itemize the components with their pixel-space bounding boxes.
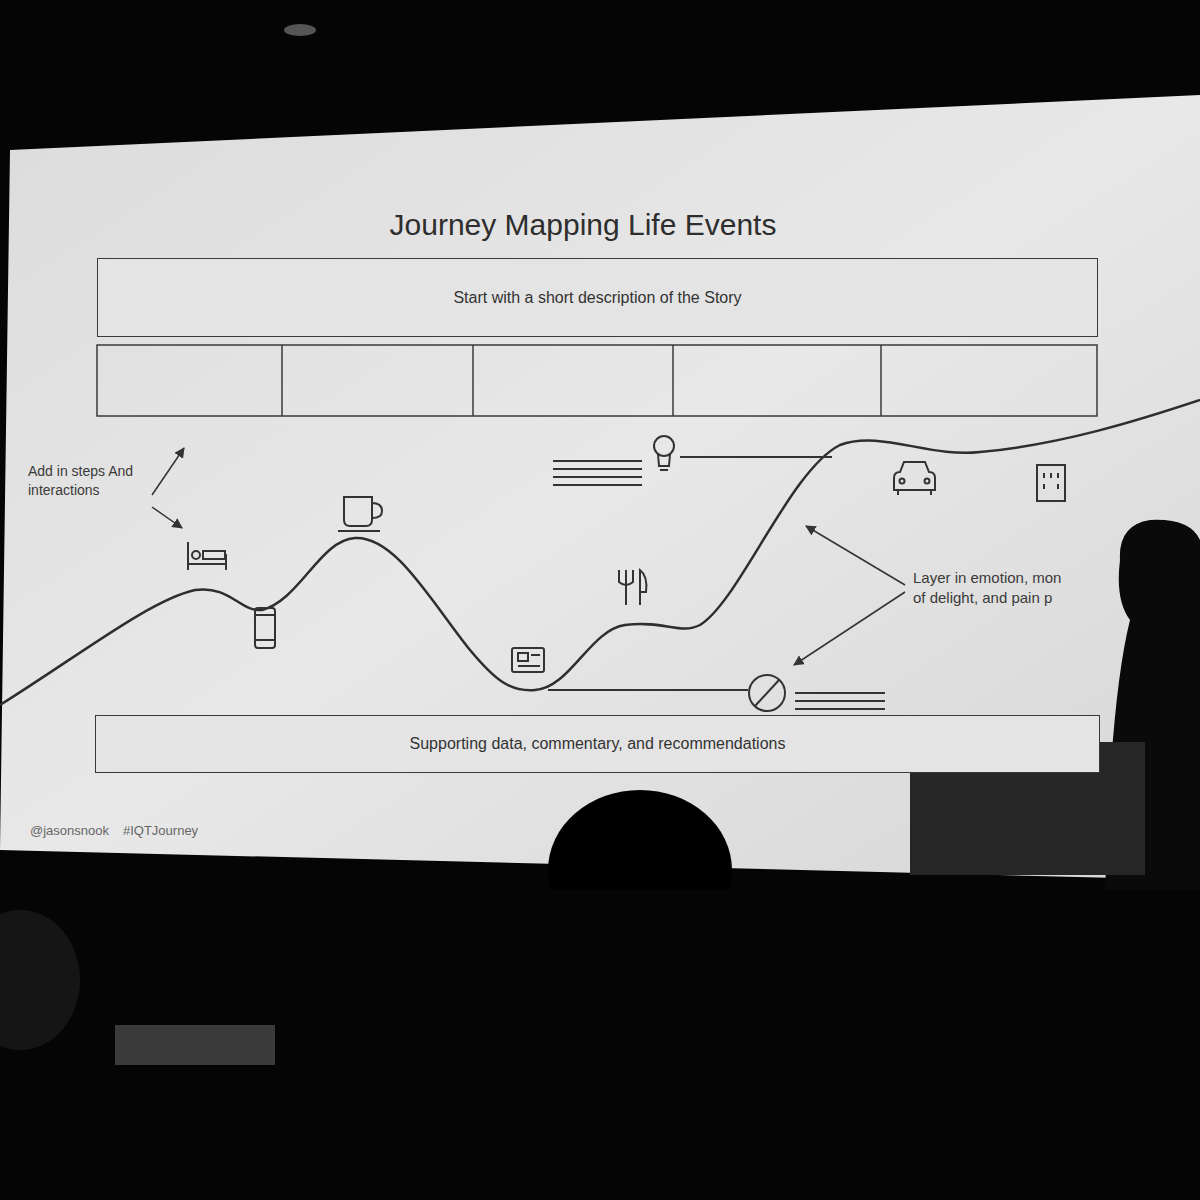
journey-curve [0, 400, 1200, 705]
car-icon [894, 462, 935, 495]
text-box: Start with a short description of the St… [97, 258, 1098, 337]
ceiling-light [284, 24, 316, 36]
no-sign-icon [749, 675, 785, 711]
audience-area [0, 890, 1200, 1200]
bulb-leader [680, 456, 832, 458]
projection-screen [0, 95, 1200, 880]
callout-note: Add in steps And interactions [28, 462, 146, 500]
coffee-cup-icon [338, 497, 382, 531]
table-object [115, 1025, 275, 1065]
newspaper-icon [512, 648, 544, 672]
box-text: Start with a short description of the St… [441, 289, 753, 307]
bed-icon [188, 542, 226, 570]
hashtag: #IQTJourney [123, 822, 198, 840]
step-cells [97, 345, 1097, 416]
pain-leader [548, 689, 748, 691]
box-text: Supporting data, commentary, and recomme… [398, 735, 798, 753]
audience-head [0, 910, 80, 1050]
author-handle: @jasonsnook [30, 822, 109, 840]
text-box: Supporting data, commentary, and recomme… [95, 715, 1100, 773]
lightbulb-icon [654, 436, 674, 470]
phone-icon [255, 608, 275, 648]
note-lines [795, 693, 885, 717]
note-lines [553, 461, 642, 485]
callout-arrows [152, 448, 905, 665]
slide-title: Journey Mapping Life Events [390, 208, 777, 242]
callout-note: Layer in emotion, mon of delight, and pa… [913, 568, 1075, 609]
fork-knife-icon [619, 570, 646, 605]
building-icon [1037, 465, 1065, 501]
